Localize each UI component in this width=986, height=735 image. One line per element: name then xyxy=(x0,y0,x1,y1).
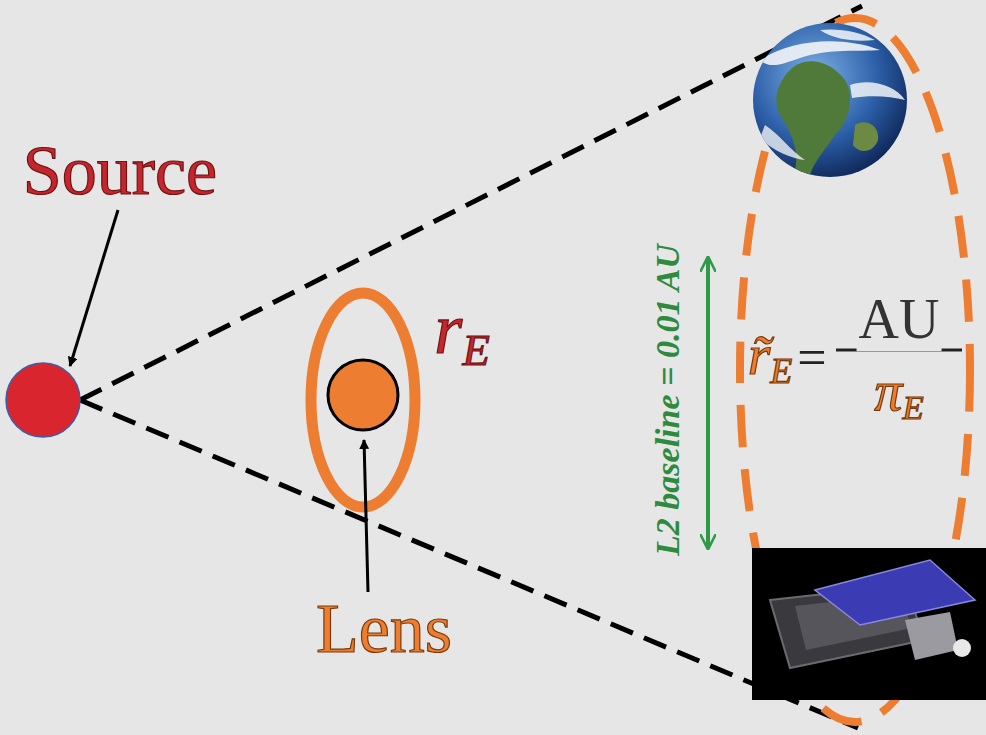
source-star xyxy=(6,363,80,437)
equals-sign: = xyxy=(795,329,828,386)
symbol-subscript: E xyxy=(462,325,489,375)
leader-arrow xyxy=(70,210,118,366)
telescope-bus xyxy=(905,612,958,660)
continent xyxy=(853,122,878,151)
symbol-subscript: E xyxy=(770,351,792,391)
lens-star xyxy=(328,360,398,430)
sight-line xyxy=(80,400,858,728)
au-numerator: AU xyxy=(857,289,942,351)
source-label: Source xyxy=(23,132,217,209)
leader-arrow xyxy=(364,440,368,592)
cloud xyxy=(850,82,905,100)
symbol-base: r xyxy=(434,289,462,369)
baseline-label: L2 baseline = 0.01 AU xyxy=(649,244,686,556)
cloud xyxy=(760,41,880,65)
parallax-denominator: πE xyxy=(872,361,925,423)
telescope-background xyxy=(752,548,986,700)
earth-globe xyxy=(753,23,907,177)
symbol-base: π xyxy=(874,360,902,422)
symbol-base: r̃ xyxy=(748,322,771,387)
baseline-arrow xyxy=(706,258,710,548)
earth-image xyxy=(753,23,907,177)
lens-label: Lens xyxy=(316,590,452,667)
solar-panel xyxy=(815,560,975,625)
cloud xyxy=(760,125,805,160)
einstein-radius-symbol: rE xyxy=(434,290,489,369)
projected-radius-symbol: r̃E xyxy=(746,323,795,387)
telescope-image xyxy=(752,548,986,700)
antenna xyxy=(953,639,971,657)
cloud xyxy=(820,29,875,40)
einstein-ring xyxy=(311,293,415,507)
continent xyxy=(776,61,850,175)
symbol-subscript: E xyxy=(902,388,923,427)
